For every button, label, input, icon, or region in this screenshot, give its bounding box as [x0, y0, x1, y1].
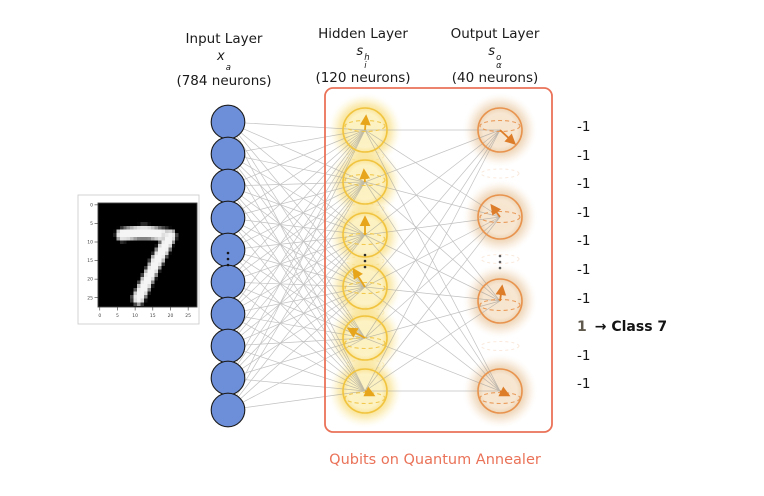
output-value-row-predicted-class: 1→ Class 7 [577, 319, 668, 336]
output-value-row: -1 [577, 347, 591, 364]
svg-text:10: 10 [132, 313, 138, 319]
ellipsis-dot [498, 260, 502, 264]
quantum-annealer-box [324, 87, 553, 433]
input-neurons [210, 104, 246, 428]
output-value-row: -1 [577, 176, 591, 193]
input-layer-title: Input Layer [185, 31, 263, 47]
svg-text:15: 15 [150, 313, 156, 319]
svg-text:20: 20 [168, 313, 174, 319]
annealer-caption: Qubits on Quantum Annealer [329, 452, 541, 468]
output-value-row: -1 [577, 376, 591, 393]
hidden-qubits [342, 107, 388, 414]
ellipsis-dot [226, 251, 230, 255]
hidden-layer-count: (120 neurons) [315, 70, 411, 86]
output-value-row: -1 [577, 290, 591, 307]
ellipsis-dot [363, 259, 367, 263]
qubit-glows [327, 92, 538, 429]
output-layer-count: (40 neurons) [451, 70, 539, 86]
svg-text:5: 5 [116, 313, 119, 319]
output-qubits [477, 107, 523, 414]
ellipsis-dot [363, 265, 367, 269]
ellipsis-dot [226, 257, 230, 261]
output-value-row: -1 [577, 204, 591, 221]
ellipsis-dot [498, 266, 502, 270]
input-layer-count: (784 neurons) [176, 72, 272, 89]
svg-text:0: 0 [90, 202, 93, 208]
svg-text:25: 25 [87, 295, 93, 301]
output-value-row: -1 [577, 233, 591, 250]
svg-text:5: 5 [90, 221, 93, 227]
output-value-row: -1 [577, 262, 591, 278]
ellipsis-dot [498, 254, 502, 258]
svg-text:15: 15 [87, 258, 93, 264]
svg-text:25: 25 [185, 313, 191, 319]
ellipsis-dot [226, 263, 230, 267]
ellipsis-dot [363, 253, 367, 257]
hidden-layer-title: Hidden Layer [318, 26, 408, 42]
predicted-class-label: → Class 7 [594, 319, 668, 336]
output-value-row: -1 [577, 147, 591, 164]
svg-text:10: 10 [87, 240, 93, 246]
svg-text:0: 0 [98, 313, 101, 319]
mnist-digit-image [99, 204, 196, 306]
output-layer-title: Output Layer [450, 26, 540, 42]
output-value-row: -1 [577, 119, 591, 135]
svg-text:20: 20 [87, 277, 93, 283]
